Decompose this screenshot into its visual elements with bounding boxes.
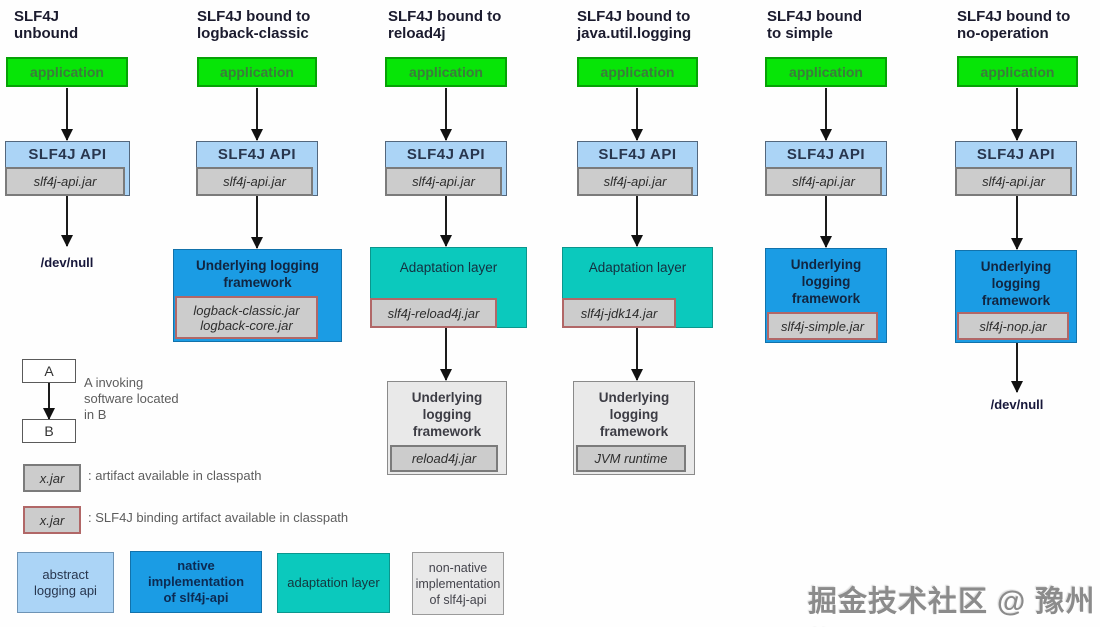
underlying-framework-label: Underlying logging framework [196, 258, 319, 290]
application-label: application [30, 64, 104, 80]
application-label: application [789, 64, 863, 80]
arrow-down-icon [42, 383, 55, 420]
column-title-unbound: SLF4J unbound [14, 8, 79, 42]
slf4j-api-jar-box: slf4j-api.jar [5, 167, 125, 196]
arrow-down-icon [1010, 88, 1023, 141]
slf4j-api-box: SLF4J API slf4j-api.jar [5, 141, 130, 196]
legend-a-box: A [22, 359, 76, 383]
legend-abstract-logging-api: abstract logging api [17, 552, 114, 613]
underlying-framework-label: Underlying logging framework [411, 390, 483, 439]
arrow-down-icon [819, 88, 832, 141]
underlying-framework-label: Underlying logging framework [790, 257, 862, 306]
slf4j-api-box: SLF4J API slf4j-api.jar [765, 141, 887, 196]
application-box: application [6, 57, 128, 87]
slf4j-api-jar-box: slf4j-api.jar [196, 167, 313, 196]
binding-jar-box: slf4j-jdk14.jar [562, 298, 676, 328]
arrow-down-icon [630, 196, 643, 247]
arrow-down-icon [1010, 196, 1023, 250]
watermark-text: 掘金技术社区 @ 豫州牧 [808, 586, 1096, 618]
legend-binding-jar-box: x.jar [23, 506, 81, 534]
slf4j-api-label: SLF4J API [598, 146, 677, 163]
legend-b-box: B [22, 419, 76, 443]
column-title-simple: SLF4J bound to simple [767, 8, 862, 42]
slf4j-api-jar-box: slf4j-api.jar [385, 167, 502, 196]
legend-category-label: adaptation layer [287, 575, 380, 590]
legend-ab-caption: A invoking software located in B [84, 375, 179, 422]
arrow-down-icon [439, 88, 452, 141]
framework-jar-box: JVM runtime [576, 445, 686, 472]
adaptation-layer-label: Adaptation layer [588, 260, 687, 275]
slf4j-api-box: SLF4J API slf4j-api.jar [385, 141, 507, 196]
column-title-reload4j: SLF4J bound to reload4j [388, 8, 502, 42]
application-label: application [980, 63, 1055, 80]
slf4j-api-jar-box: slf4j-api.jar [577, 167, 693, 196]
slf4j-api-box: SLF4J API slf4j-api.jar [955, 141, 1077, 196]
legend-plain-jar-box: x.jar [23, 464, 81, 492]
slf4j-api-jar-box: slf4j-api.jar [765, 167, 882, 196]
dev-null-label: /dev/null [40, 255, 94, 270]
arrow-down-icon [1010, 343, 1023, 393]
framework-jar-box: reload4j.jar [390, 445, 498, 472]
slf4j-api-label: SLF4J API [28, 146, 107, 163]
adaptation-layer-box: Adaptation layer slf4j-reload4j.jar [370, 247, 527, 328]
arrow-down-icon [60, 88, 73, 141]
arrow-down-icon [439, 328, 452, 381]
arrow-down-icon [630, 328, 643, 381]
legend-native-implementation: native implementation of slf4j-api [130, 551, 262, 613]
application-box: application [577, 57, 698, 87]
underlying-framework-box: Underlying logging framework slf4j-nop.j… [955, 250, 1077, 343]
binding-jar-box: slf4j-simple.jar [767, 312, 878, 340]
legend-adaptation-layer: adaptation layer [277, 553, 390, 613]
slf4j-api-box: SLF4J API slf4j-api.jar [196, 141, 318, 196]
column-title-jul: SLF4J bound to java.util.logging [577, 8, 692, 42]
arrow-down-icon [630, 88, 643, 141]
underlying-framework-box: Underlying logging framework reload4j.ja… [387, 381, 507, 475]
arrow-down-icon [60, 196, 73, 247]
binding-jar-box: slf4j-reload4j.jar [370, 298, 497, 328]
arrow-down-icon [439, 196, 452, 247]
arrow-down-icon [819, 196, 832, 248]
arrow-down-icon [250, 196, 263, 249]
binding-jar-box: logback-classic.jar logback-core.jar [175, 296, 318, 339]
application-label: application [600, 64, 675, 80]
adaptation-layer-box: Adaptation layer slf4j-jdk14.jar [562, 247, 713, 328]
legend-plain-jar-caption: : artifact available in classpath [88, 468, 262, 483]
legend-a-label: A [44, 363, 54, 379]
underlying-framework-box: Underlying logging framework logback-cla… [173, 249, 342, 342]
application-box: application [385, 57, 507, 87]
underlying-framework-box: Underlying logging framework slf4j-simpl… [765, 248, 887, 343]
binding-jar-box: slf4j-nop.jar [957, 312, 1069, 340]
legend-category-label: non-native implementation of slf4j-api [415, 560, 501, 607]
arrow-down-icon [250, 88, 263, 141]
application-box: application [957, 56, 1078, 87]
slf4j-api-label: SLF4J API [786, 146, 866, 163]
column-title-logback: SLF4J bound to logback-classic [197, 8, 311, 42]
slf4j-api-label: SLF4J API [406, 146, 486, 163]
slf4j-api-label: SLF4J API [217, 146, 297, 163]
application-label: application [409, 64, 483, 80]
legend-b-label: B [44, 423, 54, 439]
slf4j-api-box: SLF4J API slf4j-api.jar [577, 141, 698, 196]
column-title-nop: SLF4J bound to no-operation [957, 8, 1071, 42]
application-label: application [220, 64, 294, 80]
underlying-framework-box: Underlying logging framework JVM runtime [573, 381, 695, 475]
dev-null-label: /dev/null [990, 397, 1044, 412]
slf4j-api-jar-box: slf4j-api.jar [955, 167, 1072, 196]
slf4j-api-label: SLF4J API [976, 146, 1056, 163]
application-box: application [197, 57, 317, 87]
underlying-framework-label: Underlying logging framework [980, 259, 1052, 308]
legend-category-label: abstract logging api [34, 566, 97, 598]
legend-binding-jar-caption: : SLF4J binding artifact available in cl… [88, 510, 349, 525]
underlying-framework-label: Underlying logging framework [598, 390, 670, 439]
adaptation-layer-label: Adaptation layer [399, 260, 498, 275]
legend-category-label: native implementation of slf4j-api [147, 558, 245, 605]
legend-non-native-implementation: non-native implementation of slf4j-api [412, 552, 504, 615]
application-box: application [765, 57, 887, 87]
